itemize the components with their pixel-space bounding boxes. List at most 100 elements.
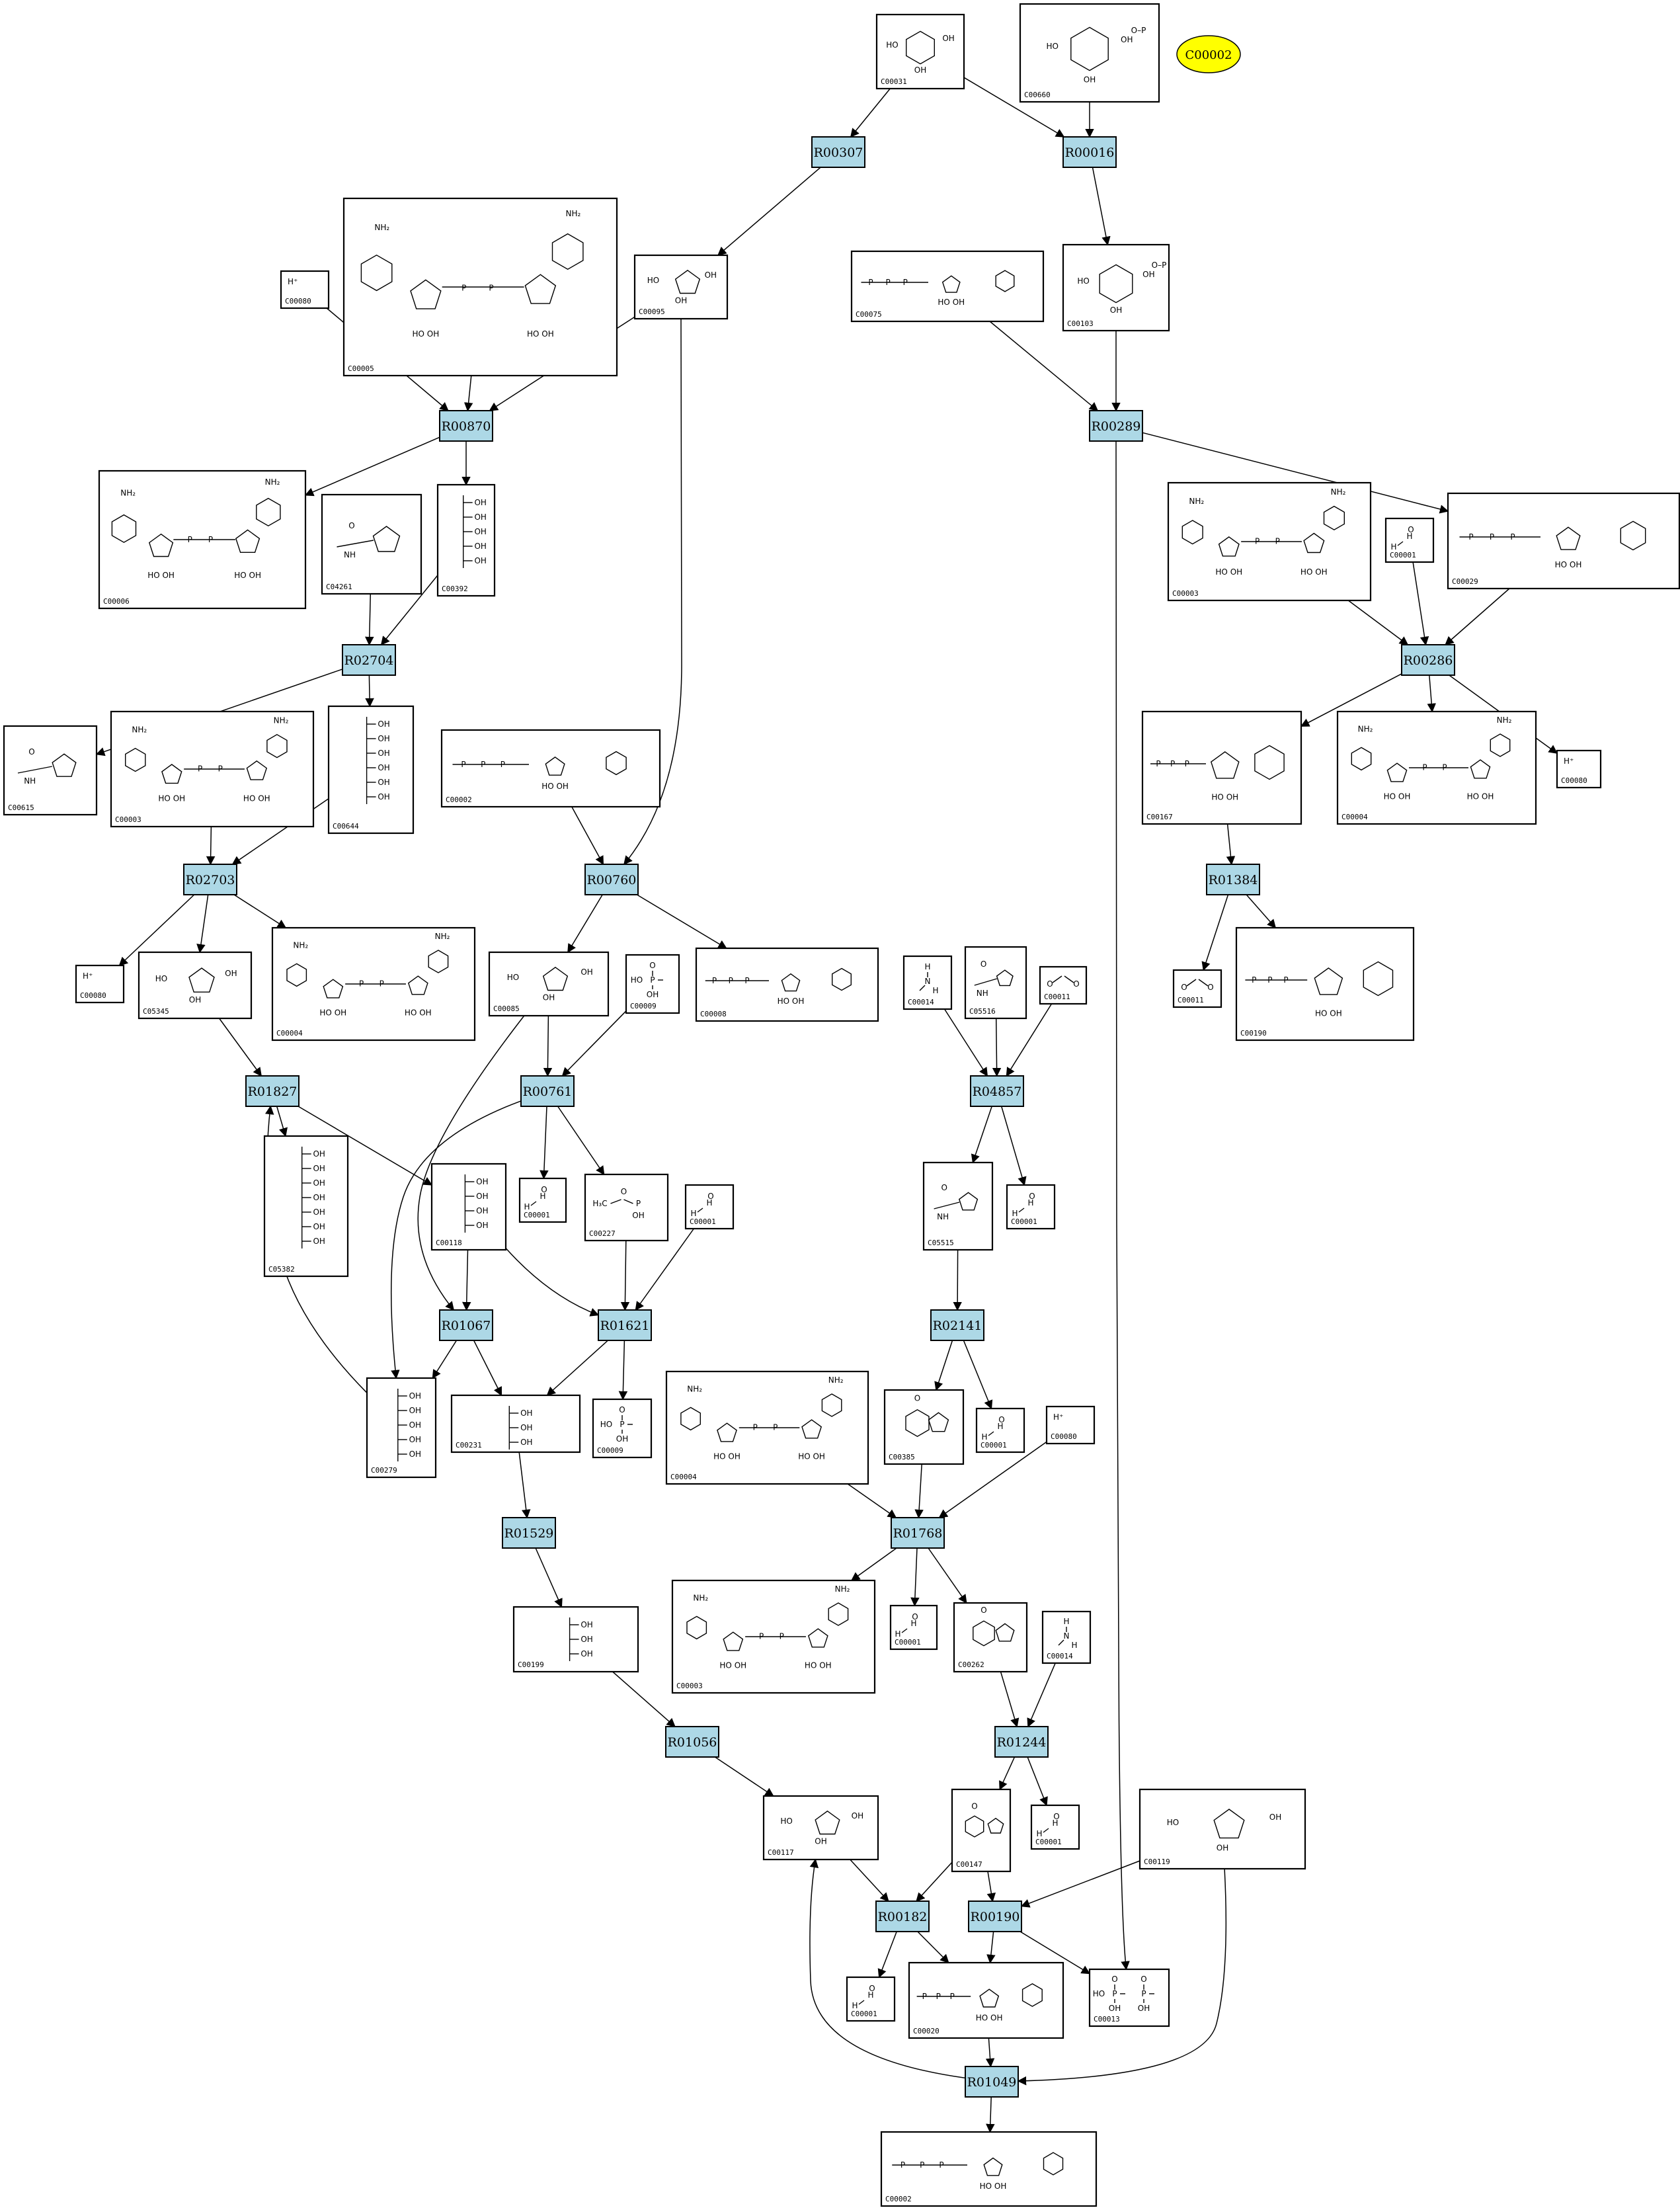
reaction-r00286[interactable]: R00286 (1401, 644, 1455, 676)
compound-id-label: C00011 (1044, 993, 1070, 1001)
compound-c00080[interactable]: H⁺C00080 (1045, 1405, 1096, 1445)
structure-drawing-water: HHO (690, 1192, 713, 1218)
reaction-r00870[interactable]: R00870 (439, 410, 493, 442)
compound-box (762, 1795, 879, 1861)
reaction-r01384[interactable]: R01384 (1206, 864, 1260, 895)
reaction-r00761[interactable]: R00761 (520, 1075, 575, 1107)
reaction-r02704[interactable]: R02704 (342, 644, 396, 676)
reaction-r02703[interactable]: R02703 (183, 864, 237, 895)
structure-drawing-purine: O (973, 1606, 1015, 1647)
reaction-r04857[interactable]: R04857 (970, 1075, 1024, 1107)
reaction-r00760[interactable]: R00760 (584, 864, 639, 895)
reaction-r01768[interactable]: R01768 (891, 1517, 945, 1549)
compound-id-label: C00095 (639, 307, 665, 316)
svg-text:OH: OH (476, 1192, 488, 1201)
reaction-r01056[interactable]: R01056 (665, 1726, 719, 1758)
highlight-compound-ellipse[interactable] (1176, 35, 1241, 73)
reaction-r01244[interactable]: R01244 (994, 1726, 1049, 1758)
compound-id-label: C00001 (690, 1217, 716, 1226)
reaction-r01529[interactable]: R01529 (502, 1517, 556, 1549)
reaction-r01621[interactable]: R01621 (598, 1309, 652, 1341)
reaction-r01067[interactable]: R01067 (439, 1309, 493, 1341)
reaction-r01827[interactable]: R01827 (245, 1075, 300, 1107)
edge-c00031-r00016 (963, 77, 1065, 138)
reaction-r02141[interactable]: R02141 (930, 1309, 984, 1341)
svg-text:OH: OH (313, 1222, 325, 1231)
reaction-r01049[interactable]: R01049 (965, 2066, 1019, 2098)
svg-text:NH: NH (344, 550, 356, 559)
reaction-r00289[interactable]: R00289 (1089, 410, 1143, 442)
compound-box (1172, 969, 1222, 1008)
compound-c00080[interactable]: H⁺C00080 (280, 270, 330, 309)
reaction-r00190[interactable]: R00190 (968, 1901, 1022, 1932)
compound-c00080[interactable]: H⁺C00080 (75, 964, 125, 1004)
svg-text:HO OH: HO OH (147, 571, 175, 580)
reaction-r00182[interactable]: R00182 (875, 1901, 930, 1932)
reaction-r00307[interactable]: R00307 (811, 136, 865, 168)
svg-text:NH₂: NH₂ (835, 1584, 850, 1594)
reaction-label: R00307 (814, 145, 863, 160)
reaction-r00016[interactable]: R00016 (1062, 136, 1117, 168)
svg-text:NH₂: NH₂ (435, 932, 450, 941)
compound-c00080[interactable]: H⁺C00080 (1556, 749, 1602, 789)
svg-text:HO OH: HO OH (234, 571, 261, 580)
